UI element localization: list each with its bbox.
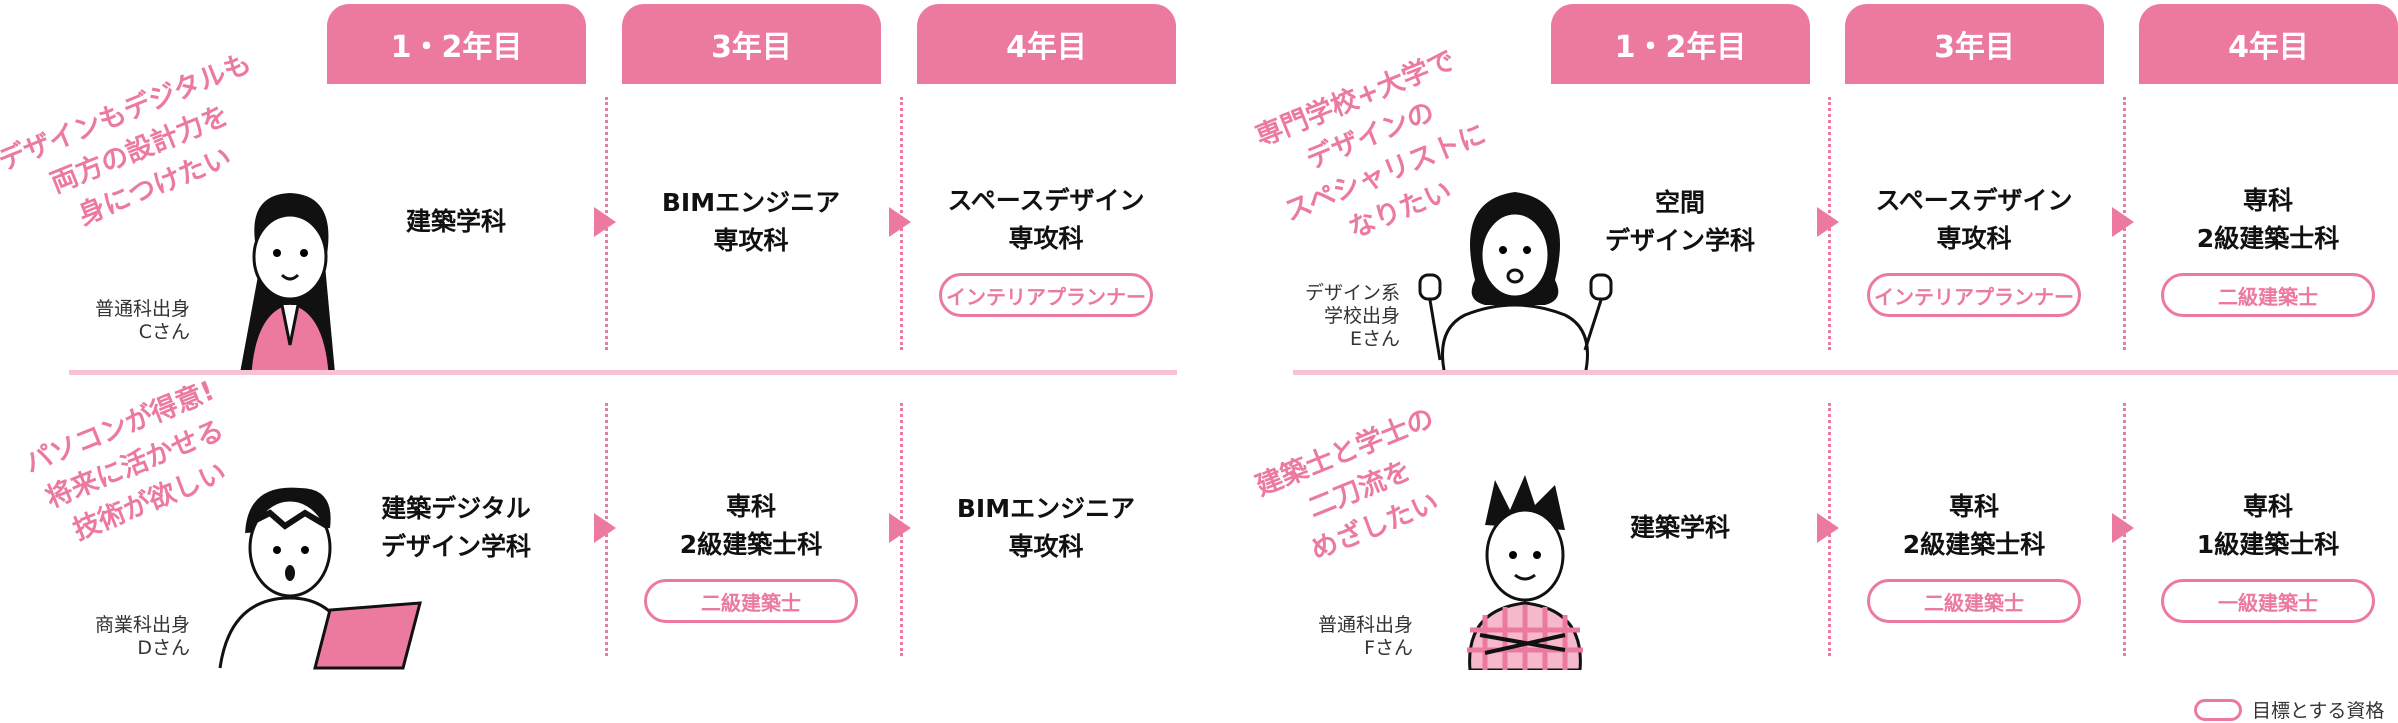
arrow-right-icon (2112, 513, 2134, 543)
course-name-line: 2級建築士科 (679, 530, 823, 559)
origin-line: 普通科出身 (1317, 614, 1413, 636)
origin-line: デザイン系 (1304, 282, 1400, 304)
course-name-line: 2級建築士科 (1902, 530, 2046, 559)
course-name-line: 専科 (2242, 186, 2293, 215)
course-name-line: 専科 (2242, 492, 2293, 521)
header-tab-3: 4年目 (917, 4, 1176, 84)
qualification-badge: 二級建築士 (2161, 273, 2375, 317)
row-divider (69, 370, 1177, 375)
course-name-line: デザイン学科 (380, 532, 531, 561)
student-d-illustration (218, 487, 422, 670)
course-cell: 専科 2級建築士科 (611, 488, 891, 564)
qualification-badge: インテリアプランナー (939, 273, 1153, 317)
arrow-right-icon (594, 513, 616, 543)
course-cell: スペースデザイン専攻科 (906, 182, 1186, 258)
course-name-line: 建築学科 (1629, 513, 1730, 542)
course-name-line: 建築学科 (405, 207, 506, 236)
legend-badge-swatch (2194, 698, 2242, 721)
header-tab-3: 4年目 (2139, 4, 2398, 84)
origin-line: Eさん (1349, 328, 1400, 350)
student-quote: 建築士と学士の二刀流をめざしたい (1250, 399, 1470, 581)
course-name-line: 2級建築士科 (2196, 224, 2340, 253)
legend: 目標とする資格 (2194, 696, 2384, 723)
origin-line: Fさん (1364, 637, 1413, 659)
course-name-line: 専攻科 (1936, 224, 2012, 253)
origin-line: 学校出身 (1323, 305, 1400, 327)
header-tab-2: 3年目 (1845, 4, 2104, 84)
course-name-line: スペースデザイン (1875, 186, 2073, 215)
header-tab-1: 1・2年目 (327, 4, 586, 84)
origin-line: Cさん (138, 321, 190, 343)
course-name-line: 専攻科 (1008, 224, 1084, 253)
qualification-badge: 一級建築士 (2161, 579, 2375, 623)
arrow-right-icon (889, 207, 911, 237)
course-name-line: BIMエンジニア (661, 188, 841, 217)
arrow-right-icon (594, 207, 616, 237)
course-cell: 空間デザイン学科 (1540, 184, 1820, 260)
course-cell: 建築学科 (316, 203, 596, 241)
row-divider (1293, 370, 2398, 375)
legend-label: 目標とする資格 (2252, 700, 2385, 722)
course-cell: 専科 1級建築士科 (2128, 488, 2398, 564)
course-cell: BIMエンジニア専攻科 (906, 490, 1186, 566)
course-cell: スペースデザイン専攻科 (1834, 182, 2114, 258)
qualification-badge: 二級建築士 (644, 579, 858, 623)
course-cell: 建築デジタルデザイン学科 (316, 490, 596, 566)
course-name-line: 建築デジタル (381, 494, 531, 523)
course-cell: 専科 2級建築士科 (2128, 182, 2398, 258)
course-name-line: 専攻科 (713, 226, 789, 255)
course-name-line: 専攻科 (1008, 532, 1084, 561)
course-name-line: BIMエンジニア (956, 494, 1136, 523)
origin-line: Dさん (137, 637, 190, 659)
course-cell: BIMエンジニア専攻科 (611, 184, 891, 260)
arrow-right-icon (889, 513, 911, 543)
arrow-right-icon (1817, 207, 1839, 237)
course-name-line: 専科 (725, 492, 776, 521)
student-c-illustration (240, 193, 335, 375)
header-tab-1: 1・2年目 (1551, 4, 1810, 84)
qualification-badge: 二級建築士 (1867, 579, 2081, 623)
course-name-line: 空間 (1654, 188, 1705, 217)
origin-line: 普通科出身 (94, 298, 190, 320)
student-f-illustration (1467, 475, 1583, 670)
course-cell: 専科 2級建築士科 (1834, 488, 2114, 564)
course-name-line: デザイン学科 (1604, 226, 1755, 255)
course-name-line: 専科 (1948, 492, 1999, 521)
origin-line: 商業科出身 (94, 614, 190, 636)
course-cell: 建築学科 (1540, 509, 1820, 547)
qualification-badge: インテリアプランナー (1867, 273, 2081, 317)
arrow-right-icon (1817, 513, 1839, 543)
course-name-line: スペースデザイン (947, 186, 1145, 215)
student-e-illustration (1418, 192, 1613, 375)
arrow-right-icon (2112, 207, 2134, 237)
course-name-line: 1級建築士科 (2196, 530, 2340, 559)
header-tab-2: 3年目 (622, 4, 881, 84)
